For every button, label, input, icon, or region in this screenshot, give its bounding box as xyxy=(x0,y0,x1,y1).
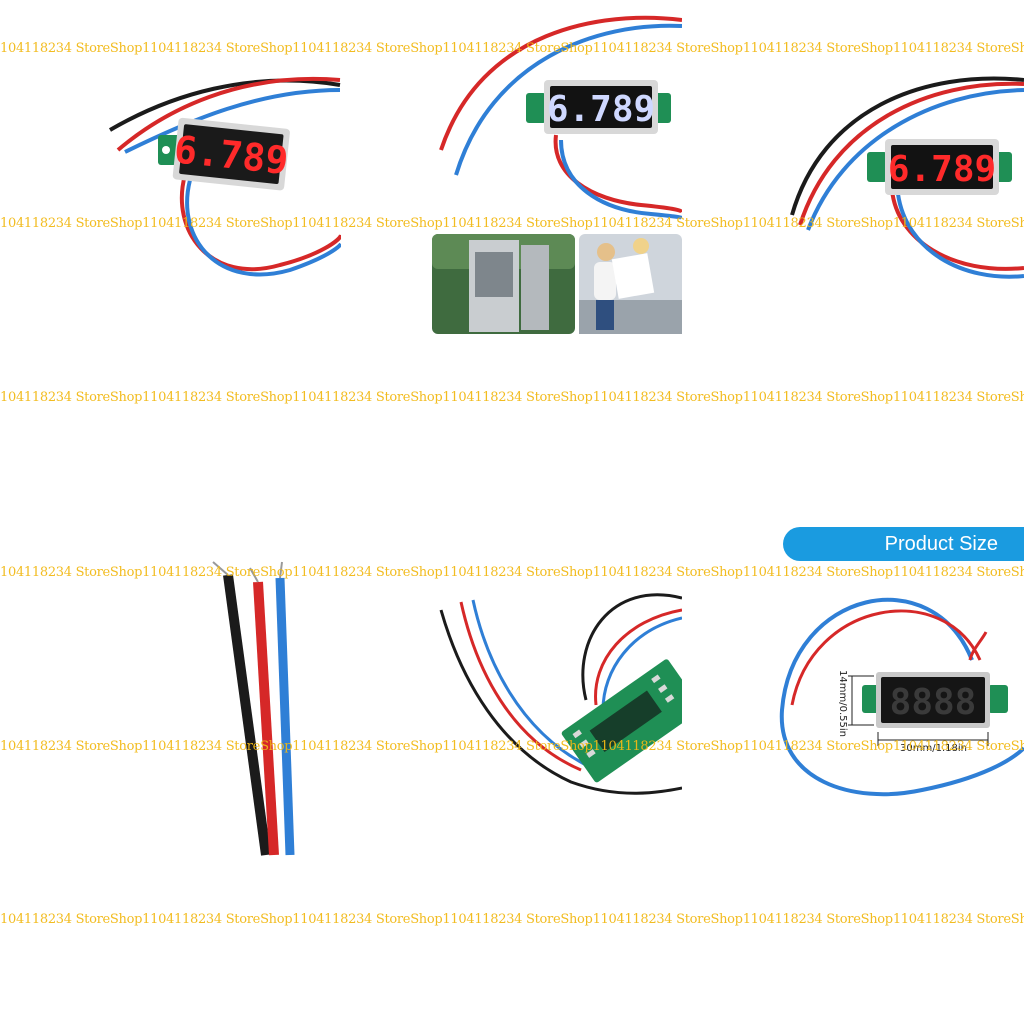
tile-red-voltmeter-1: 6.789 xyxy=(0,0,341,341)
blank-readout: 8888 xyxy=(890,682,977,723)
tile-red-voltmeter-2: 6.789 xyxy=(682,0,1024,341)
watermark-row-3: 104118234 StoreShop1104118234 StoreShop1… xyxy=(0,390,1024,405)
cabinet-photo xyxy=(432,234,575,334)
tile-pcb-back xyxy=(341,520,682,861)
height-dimension-label: 14mm/0.55in xyxy=(837,670,848,737)
width-dimension-label: 30mm/1.18in xyxy=(900,743,967,754)
tile-product-size: 8888 14mm/0.55in 30mm/1.18in xyxy=(682,520,1024,861)
people-photo xyxy=(579,234,682,334)
product-size-banner: Product Size xyxy=(783,527,1024,561)
watermark-row-6: 104118234 StoreShop1104118234 StoreShop1… xyxy=(0,912,1024,927)
tile-blue-voltmeter: 6.789 xyxy=(341,0,682,341)
red-readout-2: 6.789 xyxy=(888,149,996,190)
tile-wires-closeup xyxy=(0,520,341,861)
blue-readout: 6.789 xyxy=(547,89,655,130)
